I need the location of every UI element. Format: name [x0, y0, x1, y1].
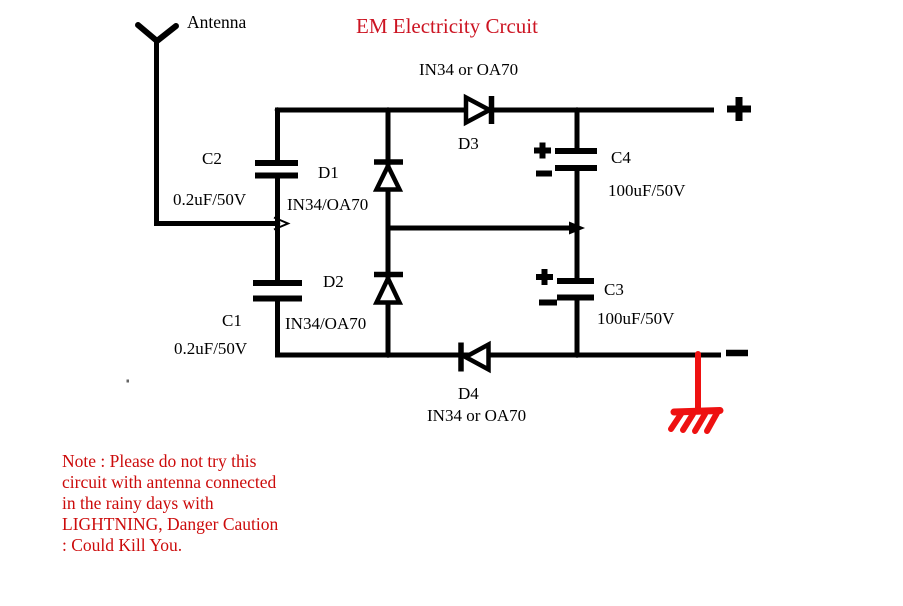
capacitor-c4-symbol — [555, 148, 597, 171]
antenna-feed-wire — [154, 216, 291, 231]
junction-dots — [274, 107, 580, 358]
c1-ref-label: C1 — [222, 311, 242, 330]
d3-ref-label: D3 — [458, 134, 479, 153]
capacitor-c2-symbol — [255, 160, 298, 179]
warning-note-line: circuit with antenna connected — [62, 472, 277, 492]
warning-note-line: in the rainy days with — [62, 493, 214, 513]
c4-value-label: 100uF/50V — [608, 181, 686, 200]
d4-ref-label: D4 — [458, 384, 479, 403]
d2-part-label: IN34/OA70 — [285, 314, 367, 333]
ground-icon — [668, 351, 724, 434]
diode-d2-symbol — [372, 271, 404, 305]
capacitor-c3-symbol — [557, 278, 594, 301]
c4-ref-label: C4 — [611, 148, 631, 167]
page-title: EM Electricity Crcuit — [356, 14, 538, 38]
antenna-label: Antenna — [187, 12, 247, 32]
capacitor-c1-symbol — [253, 280, 302, 302]
stray-dot — [126, 379, 129, 383]
diode-d3-symbol — [463, 93, 495, 127]
d4-part-label: IN34 or OA70 — [427, 406, 527, 425]
c4-plus-marker — [534, 142, 551, 159]
c3-ref-label: C3 — [604, 280, 624, 299]
diode-d1-symbol — [372, 159, 404, 192]
middle-rail-wire — [388, 221, 585, 235]
diode-d4-symbol — [458, 340, 491, 374]
d1-ref-label: D1 — [318, 163, 339, 182]
warning-note: Note : Please do not try this circuit wi… — [62, 451, 278, 556]
positive-terminal-marker — [727, 97, 751, 121]
d1-part-label: IN34/OA70 — [287, 195, 369, 214]
c3-value-label: 100uF/50V — [597, 309, 675, 328]
antenna-icon — [135, 22, 179, 224]
c1-value-label: 0.2uF/50V — [174, 339, 248, 358]
c2-ref-label: C2 — [202, 149, 222, 168]
warning-note-line: LIGHTNING, Danger Caution — [62, 514, 279, 534]
warning-note-line: Note : Please do not try this — [62, 451, 257, 471]
d3-part-label: IN34 or OA70 — [419, 60, 519, 79]
d2-ref-label: D2 — [323, 272, 344, 291]
c2-value-label: 0.2uF/50V — [173, 190, 247, 209]
warning-note-line: : Could Kill You. — [62, 535, 183, 555]
c3-plus-marker — [536, 269, 553, 285]
